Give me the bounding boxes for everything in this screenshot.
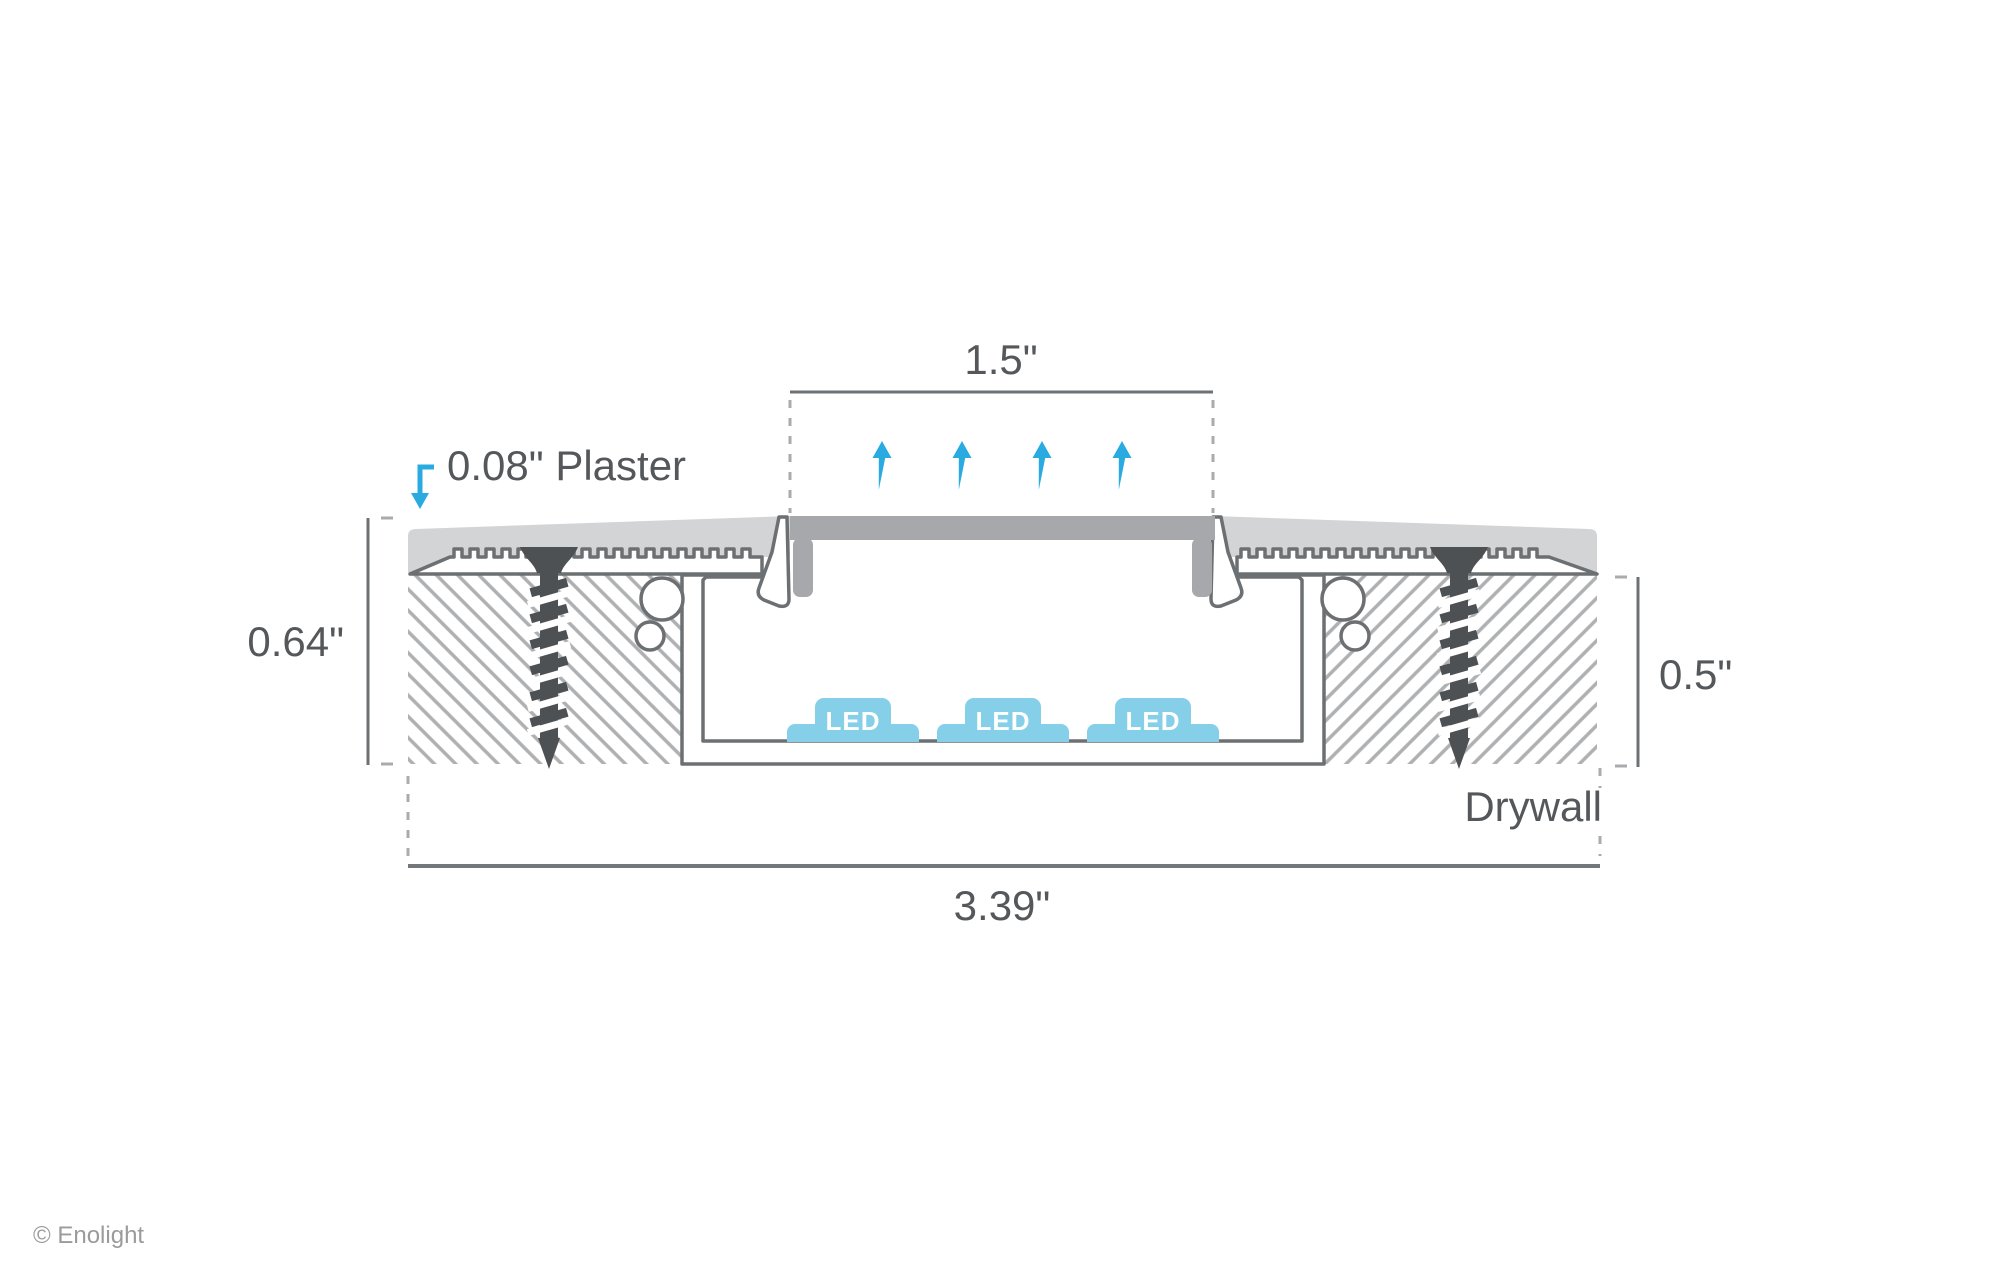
trim-edge-right xyxy=(1209,515,1244,609)
dimension-bottom: 3.39" xyxy=(406,768,1602,929)
trim-edge-left xyxy=(756,515,791,609)
diffuser-lens xyxy=(790,516,1215,597)
plaster-wedge-left xyxy=(408,516,790,573)
plaster-arrow-head xyxy=(411,493,429,509)
led-label-3: LED xyxy=(1126,706,1181,736)
plaster-wedge-right xyxy=(1213,516,1597,573)
plaster-label: 0.08" Plaster xyxy=(447,442,686,489)
plaster-arrow-elbow xyxy=(417,464,434,494)
serrated-flange-left xyxy=(408,547,764,576)
clip-seat-left xyxy=(634,620,666,652)
led-label-1: LED xyxy=(826,706,881,736)
led-label-2: LED xyxy=(976,706,1031,736)
plaster-layer xyxy=(408,516,1597,573)
footer-copyright: © Enolight xyxy=(33,1222,144,1249)
dimension-right: 0.5" xyxy=(1615,575,1732,768)
lens-leg-right xyxy=(1192,538,1212,597)
dim-right-label: 0.5" xyxy=(1659,651,1732,698)
dim-bottom-label: 3.39" xyxy=(954,882,1051,929)
serrated-flange-right xyxy=(1235,547,1599,576)
drywall-label: Drywall xyxy=(1464,783,1602,830)
clip-seat-right xyxy=(1339,620,1371,652)
dim-top-label: 1.5" xyxy=(964,336,1037,383)
lens-leg-left xyxy=(793,538,813,597)
clip-hole-right xyxy=(1320,576,1366,622)
dim-left-label: 0.64" xyxy=(247,618,344,665)
plaster-callout: 0.08" Plaster xyxy=(411,442,686,509)
dimension-top: 1.5" xyxy=(788,336,1215,513)
clip-hole-left xyxy=(639,576,685,622)
dimension-left: 0.64" xyxy=(247,516,393,766)
lens-cover xyxy=(790,516,1215,540)
